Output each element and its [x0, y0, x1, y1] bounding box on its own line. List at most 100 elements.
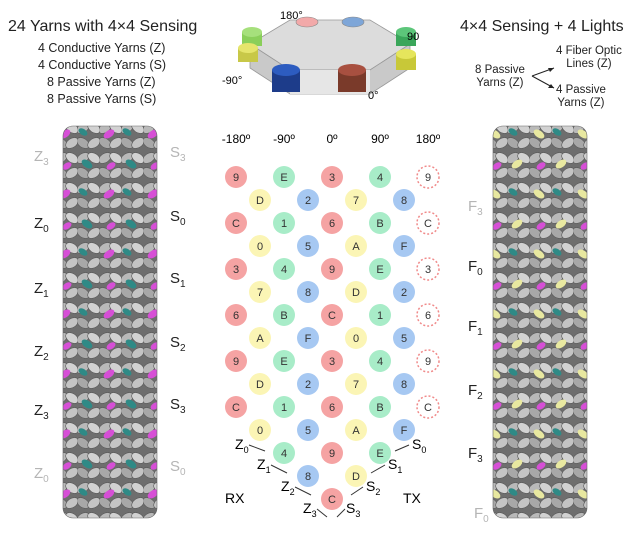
- grid-cell: [345, 373, 367, 395]
- grid-cell-label: 5: [401, 333, 407, 345]
- fiber-optic-label: 4 Fiber Optic Lines (Z): [556, 45, 622, 70]
- grid-cell-label: 0: [257, 425, 263, 437]
- bobbin-navy: [272, 70, 300, 92]
- grid-cell-label: 9: [425, 172, 431, 184]
- rx-label: RX: [225, 490, 245, 506]
- left-braid: [62, 125, 158, 519]
- grid-cell: [297, 235, 319, 257]
- grid-s-label: S1: [388, 456, 402, 475]
- grid-cell-label: 6: [329, 218, 335, 230]
- right-f-label: F0: [474, 505, 489, 525]
- grid-cell-label: 7: [353, 379, 359, 391]
- leader-line: [248, 444, 266, 452]
- grid-cell: [249, 373, 271, 395]
- grid-cell-label: 3: [329, 172, 335, 184]
- grid-cell: [225, 166, 247, 188]
- grid-cell: [416, 349, 440, 373]
- grid-cell-label: D: [256, 195, 264, 207]
- grid-cell: [321, 166, 343, 188]
- grid-cell-label: C: [232, 402, 240, 414]
- grid-cell-label: 9: [233, 356, 239, 368]
- grid-cell: [369, 350, 391, 372]
- grid-header: 90º: [371, 132, 389, 146]
- grid-cell: [321, 442, 343, 464]
- grid-cell: [393, 235, 415, 257]
- grid-cell: [225, 350, 247, 372]
- left-z-label: Z0: [34, 215, 49, 235]
- grid-cell: [273, 304, 295, 326]
- grid-cell-label: 2: [305, 195, 311, 207]
- grid-cell-label: 2: [401, 287, 407, 299]
- grid-cell-label: B: [376, 402, 383, 414]
- grid-cell: [416, 211, 440, 235]
- grid-cell: [297, 419, 319, 441]
- grid-cell-label: B: [280, 310, 287, 322]
- grid-cell-label: 9: [233, 172, 239, 184]
- grid-cell: [369, 258, 391, 280]
- grid-cell-label: F: [401, 241, 408, 253]
- grid-cell-label: 9: [425, 356, 431, 368]
- grid-cell-label: 2: [305, 379, 311, 391]
- grid-cell: [345, 189, 367, 211]
- left-z-label: Z1: [34, 280, 49, 300]
- grid-cell: [249, 419, 271, 441]
- grid-cell-label: 0: [353, 333, 359, 345]
- grid-cell: [393, 327, 415, 349]
- bobbin-red: [295, 16, 319, 28]
- grid-cell-label: C: [328, 310, 336, 322]
- leader-line: [294, 486, 312, 496]
- grid-cell-label: 5: [305, 241, 311, 253]
- angle-neg90: -90°: [222, 75, 242, 87]
- grid-cell: [297, 327, 319, 349]
- grid-header: -90º: [273, 132, 295, 146]
- grid-cell: [416, 395, 440, 419]
- right-f-label: F0: [468, 258, 483, 278]
- grid-cell-label: 4: [281, 448, 287, 460]
- grid-cell: [225, 258, 247, 280]
- right-f-label: F3: [468, 445, 483, 465]
- right-f-label: F3: [468, 198, 483, 218]
- grid-cell-label: 5: [305, 425, 311, 437]
- grid-cell-label: 8: [401, 379, 407, 391]
- grid-cell: [249, 281, 271, 303]
- grid-cell: [273, 212, 295, 234]
- grid-cell: [345, 235, 367, 257]
- grid-cell-label: C: [232, 218, 240, 230]
- braiding-machine: 180° 90° -90° 0°: [222, 10, 420, 102]
- grid-cell-label: E: [280, 356, 287, 368]
- grid-cell: [393, 189, 415, 211]
- leader-line: [394, 444, 410, 452]
- grid-cell: [321, 258, 343, 280]
- grid-cell: [416, 303, 440, 327]
- grid-cell-label: 4: [377, 172, 383, 184]
- grid-cell-label: B: [376, 218, 383, 230]
- grid-cell-label: 4: [377, 356, 383, 368]
- leader-line: [350, 486, 364, 496]
- left-s-label: S3: [170, 144, 186, 164]
- bobbin-yellow-top: [238, 43, 258, 53]
- grid-cell-label: 3: [233, 264, 239, 276]
- grid-cell-label: E: [376, 448, 383, 460]
- branch-arrows: [531, 67, 555, 89]
- grid-cell-label: 8: [305, 471, 311, 483]
- grid-cell: [225, 304, 247, 326]
- left-s-label: S2: [170, 334, 186, 354]
- leader-line: [336, 508, 346, 518]
- left-s-label: S1: [170, 270, 186, 290]
- left-z-label: Z2: [34, 343, 49, 363]
- grid-cell-label: 8: [305, 287, 311, 299]
- grid-cell: [345, 327, 367, 349]
- grid-s-label: S3: [346, 500, 360, 519]
- bobbin-blue: [341, 16, 365, 28]
- grid-cell-label: 8: [401, 195, 407, 207]
- right-f-label: F2: [468, 382, 483, 402]
- grid-cell: [321, 212, 343, 234]
- grid-cell: [297, 189, 319, 211]
- grid-s-label: S2: [366, 478, 380, 497]
- right-title: 4×4 Sensing + 4 Lights: [460, 18, 624, 35]
- left-legend: 4 Conductive Yarns (Z) 4 Conductive Yarn…: [38, 40, 166, 108]
- grid-cell: [273, 396, 295, 418]
- angle-90: 90°: [407, 31, 420, 43]
- grid-cell-label: A: [352, 425, 360, 437]
- grid-cell: [273, 258, 295, 280]
